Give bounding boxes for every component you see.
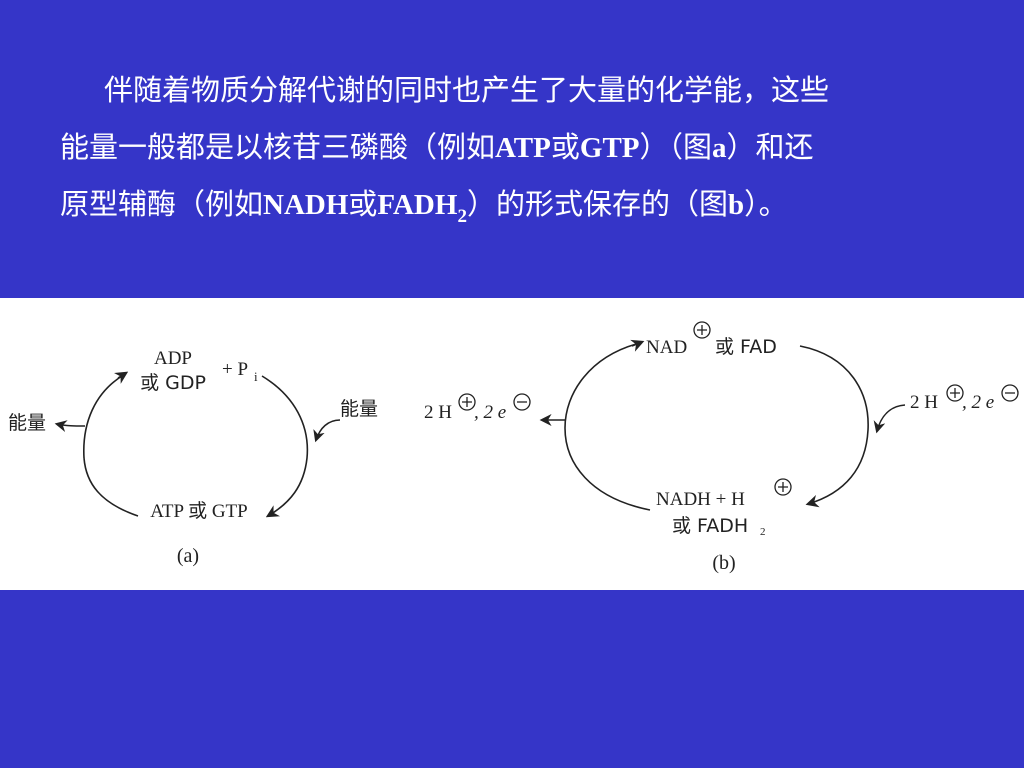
figure-panel: ADP 或 GDP + P i 能量 能量 ATP 或 GTP (a) NAD … [0,298,1024,590]
plus-charge-icon [778,482,788,492]
adp-label: ADP [154,348,192,369]
plus-charge-icon [946,384,964,402]
pi-label: + P [222,359,248,380]
paragraph-text: 伴随着物质分解代谢的同时也产生了大量的化学能，这些 [104,73,830,107]
electrons-in-arrow [873,404,906,434]
plus-charge-icon [697,325,707,335]
atp-gtp-label: ATP 或 GTP [150,500,247,522]
energy-left-label: 能量 [8,412,46,434]
arc-right [261,375,309,518]
arc-b-left [564,342,651,511]
arc-left-head [113,371,129,384]
left-2e-label: , 2 e [474,402,506,423]
paragraph-text: ）（图 [639,130,713,164]
figure-ref-a: a [712,132,727,164]
caption-b: (b) [712,552,735,574]
fadh-term: FADH [377,189,458,221]
left-2h-label: 2 H [424,402,452,423]
nadh-term: NADH [263,189,349,221]
arc-left-upper [83,375,123,459]
gdp-label: 或 GDP [140,372,206,394]
figure-ref-b: b [727,189,745,221]
paragraph-line-3: 原型辅酶（例如NADH或FADH2）的形式保存的（图b）。 [60,176,990,233]
or-fad-label: 或 FAD [715,336,777,358]
paragraph-line-1: 伴随着物质分解代谢的同时也产生了大量的化学能，这些 [60,62,990,119]
fadh-subscript: 2 [457,206,467,227]
energy-out-arrow [54,420,86,432]
plus-charge-icon [950,388,960,398]
plus-charge-icon [693,321,711,339]
pi-subscript: i [254,369,258,384]
gtp-term: GTP [579,132,640,164]
nad-label: NAD [646,337,687,358]
figure-a: ADP 或 GDP + P i 能量 能量 ATP 或 GTP (a) [8,348,378,567]
energy-right-label: 能量 [340,398,378,420]
arc-left-lower [83,457,139,517]
right-2e-label: , 2 e [962,392,994,413]
paragraph-text: ）和还 [726,130,814,164]
fadh2-subscript: 2 [760,526,766,538]
fadh2-label: 或 FADH [672,515,748,537]
paragraph-text: 或 [348,187,378,221]
arc-b-left-head [630,339,645,352]
paragraph-text: 能量一般都是以核苷三磷酸（例如 [60,130,496,164]
paragraph-line-2: 能量一般都是以核苷三磷酸（例如ATP或GTP）（图a）和还 [60,119,990,176]
plus-charge-icon [458,393,476,411]
plus-charge-icon [774,478,792,496]
paragraph: 伴随着物质分解代谢的同时也产生了大量的化学能，这些 能量一般都是以核苷三磷酸（例… [60,62,990,233]
cycle-diagrams: ADP 或 GDP + P i 能量 能量 ATP 或 GTP (a) NAD … [8,321,1019,574]
energy-in-arrow [313,419,341,443]
paragraph-text: 或 [550,130,580,164]
plus-charge-icon [462,397,472,407]
paragraph-text: ）的形式保存的（图 [466,187,728,221]
nadh-label: NADH + H [656,489,745,510]
atp-term: ATP [495,132,551,164]
caption-a: (a) [177,545,199,567]
minus-charge-icon [1001,384,1019,402]
paragraph-text: 原型辅酶（例如 [60,187,264,221]
figure-b: NAD 或 FAD 2 H , 2 e 2 H , 2 e [424,321,1019,574]
right-2h-label: 2 H [910,392,938,413]
paragraph-text: ）。 [744,187,788,221]
minus-charge-icon [513,393,531,411]
arc-b-right [799,345,869,508]
